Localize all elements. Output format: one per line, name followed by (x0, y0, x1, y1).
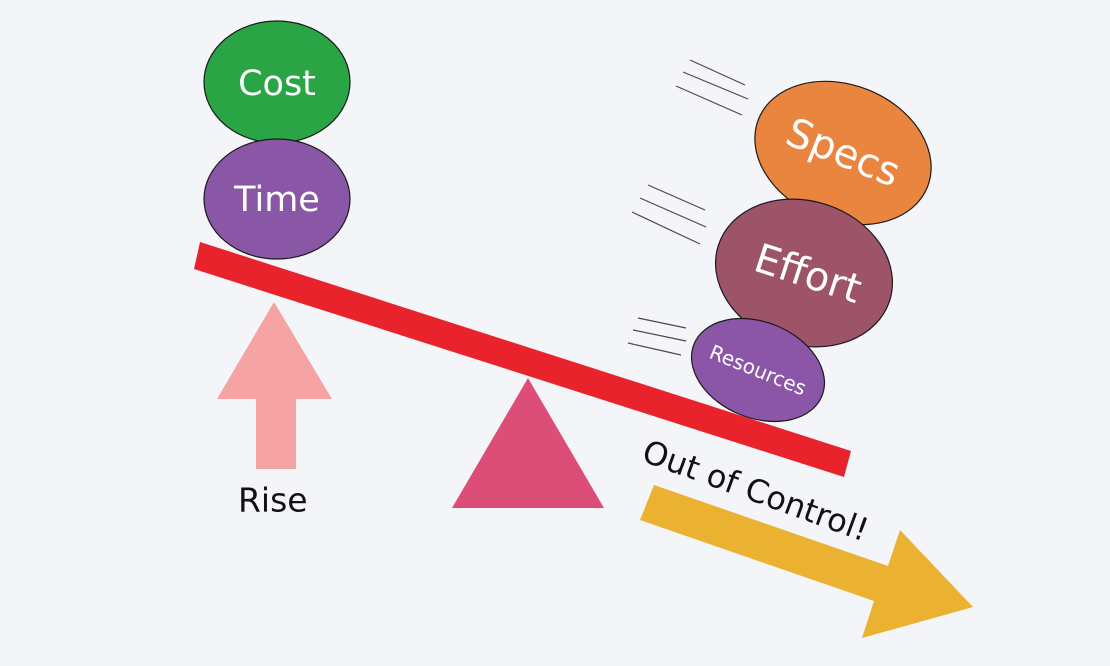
motion-lines-specs (675, 59, 749, 116)
motion-lines-effort (631, 184, 707, 245)
resources-ball: Resources (690, 317, 826, 423)
cost-label: Cost (238, 64, 316, 104)
rise-arrow (217, 302, 332, 469)
cost-ball: Cost (203, 20, 351, 144)
time-ball: Time (203, 138, 351, 260)
out-of-control-arrow (640, 485, 973, 638)
fulcrum-triangle (452, 378, 604, 508)
motion-lines-resources (627, 317, 687, 356)
time-label: Time (233, 180, 320, 220)
effort-ball: Effort (714, 198, 894, 348)
seesaw-plank (194, 242, 851, 477)
rise-label: Rise (238, 481, 308, 520)
specs-ball: Specs (754, 80, 932, 226)
